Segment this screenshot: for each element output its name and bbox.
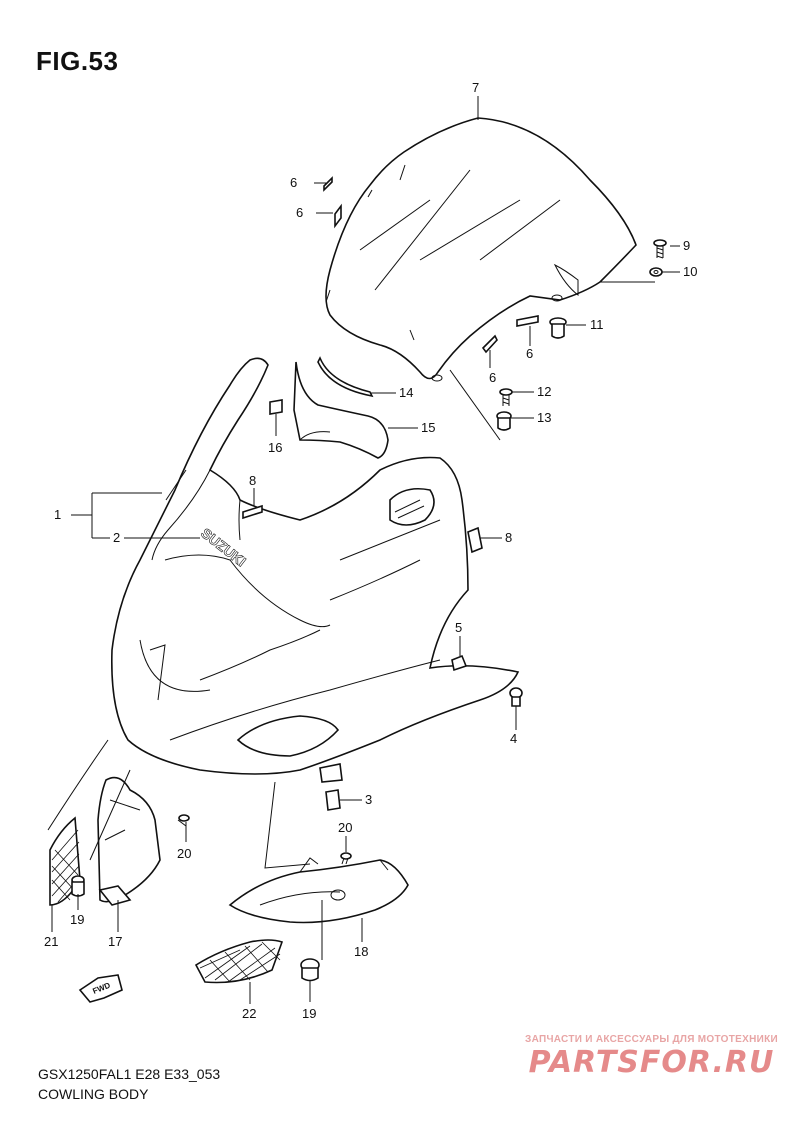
callout-3: 3 xyxy=(365,792,372,807)
callout-19: 19 xyxy=(70,912,84,927)
figure-title: FIG.53 xyxy=(36,46,119,76)
grommet-19-left xyxy=(71,875,85,897)
callout-19: 19 xyxy=(302,1006,316,1021)
guide-line xyxy=(449,369,501,441)
callout-17: 17 xyxy=(108,934,122,949)
site-watermark: ЗАПЧАСТИ И АКСЕССУАРЫ ДЛЯ МОТОТЕХНИКИ PA… xyxy=(525,1034,778,1080)
callout-13: 13 xyxy=(537,410,551,425)
leader-lines xyxy=(47,96,680,1004)
callout-1: 1 xyxy=(54,507,61,522)
model-code: GSX1250FAL1 E28 E33_053 xyxy=(38,1066,221,1082)
diagram-footer: GSX1250FAL1 E28 E33_053 COWLING BODY xyxy=(38,1064,220,1104)
callout-numbers: 7 6 6 9 10 11 6 6 12 13 14 15 16 8 8 1 2… xyxy=(44,80,697,1021)
grommet-19-right xyxy=(300,958,320,982)
callout-6: 6 xyxy=(489,370,496,385)
callout-18: 18 xyxy=(354,944,368,959)
callout-22: 22 xyxy=(242,1006,256,1021)
lower-cover-18 xyxy=(228,857,409,924)
windscreen xyxy=(325,117,637,382)
callout-5: 5 xyxy=(455,620,462,635)
callout-9: 9 xyxy=(683,238,690,253)
callout-6: 6 xyxy=(290,175,297,190)
callout-2: 2 xyxy=(113,530,120,545)
callout-10: 10 xyxy=(683,264,697,279)
callout-8: 8 xyxy=(249,473,256,488)
cowling-body: SUZUKI xyxy=(111,357,520,783)
inner-cover-15 xyxy=(293,361,389,459)
section-name: COWLING BODY xyxy=(38,1086,149,1102)
callout-12: 12 xyxy=(537,384,551,399)
callout-4: 4 xyxy=(510,731,517,746)
clip-5 xyxy=(451,654,468,672)
callout-16: 16 xyxy=(268,440,282,455)
callout-8: 8 xyxy=(505,530,512,545)
clip-16 xyxy=(269,399,283,415)
callout-6: 6 xyxy=(526,346,533,361)
screw-4 xyxy=(509,687,523,707)
nut-3 xyxy=(325,789,341,811)
callout-15: 15 xyxy=(421,420,435,435)
screw-20-right xyxy=(340,852,352,865)
callout-6: 6 xyxy=(296,205,303,220)
screw-12 xyxy=(499,388,513,406)
callout-20: 20 xyxy=(177,846,191,861)
screw-9 xyxy=(653,239,667,259)
lower-cover-17 xyxy=(97,776,161,906)
callout-7: 7 xyxy=(472,80,479,95)
washer-10 xyxy=(649,267,663,277)
watermark-tagline: ЗАПЧАСТИ И АКСЕССУАРЫ ДЛЯ МОТОТЕХНИКИ xyxy=(525,1034,778,1045)
callout-20: 20 xyxy=(338,820,352,835)
callout-11: 11 xyxy=(590,317,604,332)
seal-14 xyxy=(317,356,374,398)
nut-13 xyxy=(496,411,512,431)
callout-21: 21 xyxy=(44,934,58,949)
watermark-site-name: PARTSFOR.RU xyxy=(528,1045,775,1080)
mesh-grille-22 xyxy=(194,939,284,984)
callout-14: 14 xyxy=(399,385,413,400)
rubber-strip-part-6 xyxy=(323,176,539,354)
screw-20-left xyxy=(177,814,190,827)
grommet-11 xyxy=(549,317,567,339)
forward-direction-arrow: FWD xyxy=(78,974,123,1003)
strip-8 xyxy=(242,504,483,554)
